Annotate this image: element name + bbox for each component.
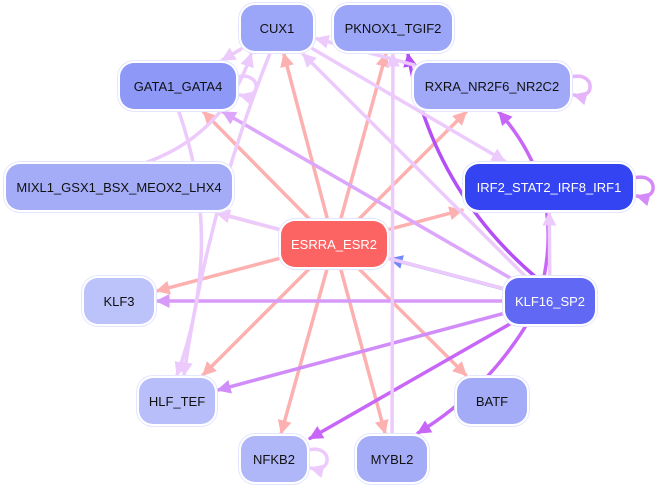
edge-gata1-gata4-to-gata1-gata4 <box>235 74 258 106</box>
edge-klf16-sp2-to-cux1 <box>301 52 529 280</box>
node-label: CUX1 <box>259 20 295 36</box>
node-irf2-stat2-irf8-irf1[interactable]: IRF2_STAT2_IRF8_IRF1 <box>465 164 633 210</box>
node-mybl2[interactable]: MYBL2 <box>357 436 427 482</box>
edge-klf16-sp2-to-hlf-tef <box>216 311 507 394</box>
node-batf[interactable]: BATF <box>457 378 527 424</box>
edge-esrra-esr2-to-gata1-gata4 <box>201 110 314 223</box>
node-label: RXRA_NR2F6_NR2C2 <box>424 78 560 94</box>
node-mixl1-gsx1-bsx-meox2-lhx4[interactable]: MIXL1_GSX1_BSX_MEOX2_LHX4 <box>6 164 232 210</box>
edge-rxra-nr2f6-nr2c2-to-rxra-nr2f6-nr2c2 <box>569 74 592 106</box>
edge-esrra-esr2-to-rxra-nr2f6-nr2c2 <box>355 110 468 223</box>
edge-cux1-to-gata1-gata4 <box>220 47 243 62</box>
node-label: IRF2_STAT2_IRF8_IRF1 <box>476 179 622 195</box>
edge-esrra-esr2-to-nfkb2 <box>277 265 330 435</box>
edge-cux1-to-irf2-stat2-irf8-irf1 <box>311 47 507 163</box>
edge-esrra-esr2-to-klf3 <box>155 256 283 295</box>
node-hlf-tef[interactable]: HLF_TEF <box>139 378 215 424</box>
node-label: BATF <box>475 393 509 409</box>
node-nfkb2[interactable]: NFKB2 <box>241 436 307 482</box>
node-label: PKNOX1_TGIF2 <box>344 20 442 36</box>
edge-klf16-sp2-to-gata1-gata4 <box>221 110 512 280</box>
edge-esrra-esr2-to-pknox1-tgif2 <box>338 52 390 223</box>
node-esrra-esr2[interactable]: ESRRA_ESR2 <box>281 221 387 267</box>
node-klf3[interactable]: KLF3 <box>84 278 154 324</box>
node-cux1[interactable]: CUX1 <box>241 5 313 51</box>
edge-mybl2-to-pknox1-tgif2 <box>385 52 400 438</box>
node-label: NFKB2 <box>253 451 295 467</box>
node-label: MYBL2 <box>370 451 414 467</box>
edge-esrra-esr2-to-irf2-stat2-irf8-irf1 <box>385 206 464 232</box>
edge-klf16-sp2-to-irf2-stat2-irf8-irf1 <box>542 211 557 280</box>
node-gata1-gata4[interactable]: GATA1_GATA4 <box>120 63 236 109</box>
node-rxra-nr2f6-nr2c2[interactable]: RXRA_NR2F6_NR2C2 <box>414 63 570 109</box>
node-label: KLF3 <box>103 293 135 309</box>
edge-rxra-nr2f6-nr2c2-to-cux1 <box>314 35 416 67</box>
node-label: KLF16_SP2 <box>514 293 586 309</box>
edge-mixl1-gsx1-bsx-meox2-lhx4-to-cux1 <box>140 52 254 166</box>
edge-klf16-sp2-to-nfkb2 <box>308 322 512 441</box>
node-label: HLF_TEF <box>148 393 206 409</box>
edge-esrra-esr2-to-hlf-tef <box>201 265 313 377</box>
node-label: GATA1_GATA4 <box>133 78 223 94</box>
edge-irf2-stat2-irf8-irf1-to-irf2-stat2-irf8-irf1 <box>632 175 655 207</box>
node-label: ESRRA_ESR2 <box>291 236 377 252</box>
edge-esrra-esr2-to-cux1 <box>280 52 330 223</box>
edge-esrra-esr2-to-batf <box>355 265 468 377</box>
node-pknox1-tgif2[interactable]: PKNOX1_TGIF2 <box>334 5 452 51</box>
node-label: MIXL1_GSX1_BSX_MEOX2_LHX4 <box>16 179 222 195</box>
node-klf16-sp2[interactable]: KLF16_SP2 <box>505 278 595 324</box>
edge-nfkb2-to-nfkb2 <box>306 447 329 479</box>
